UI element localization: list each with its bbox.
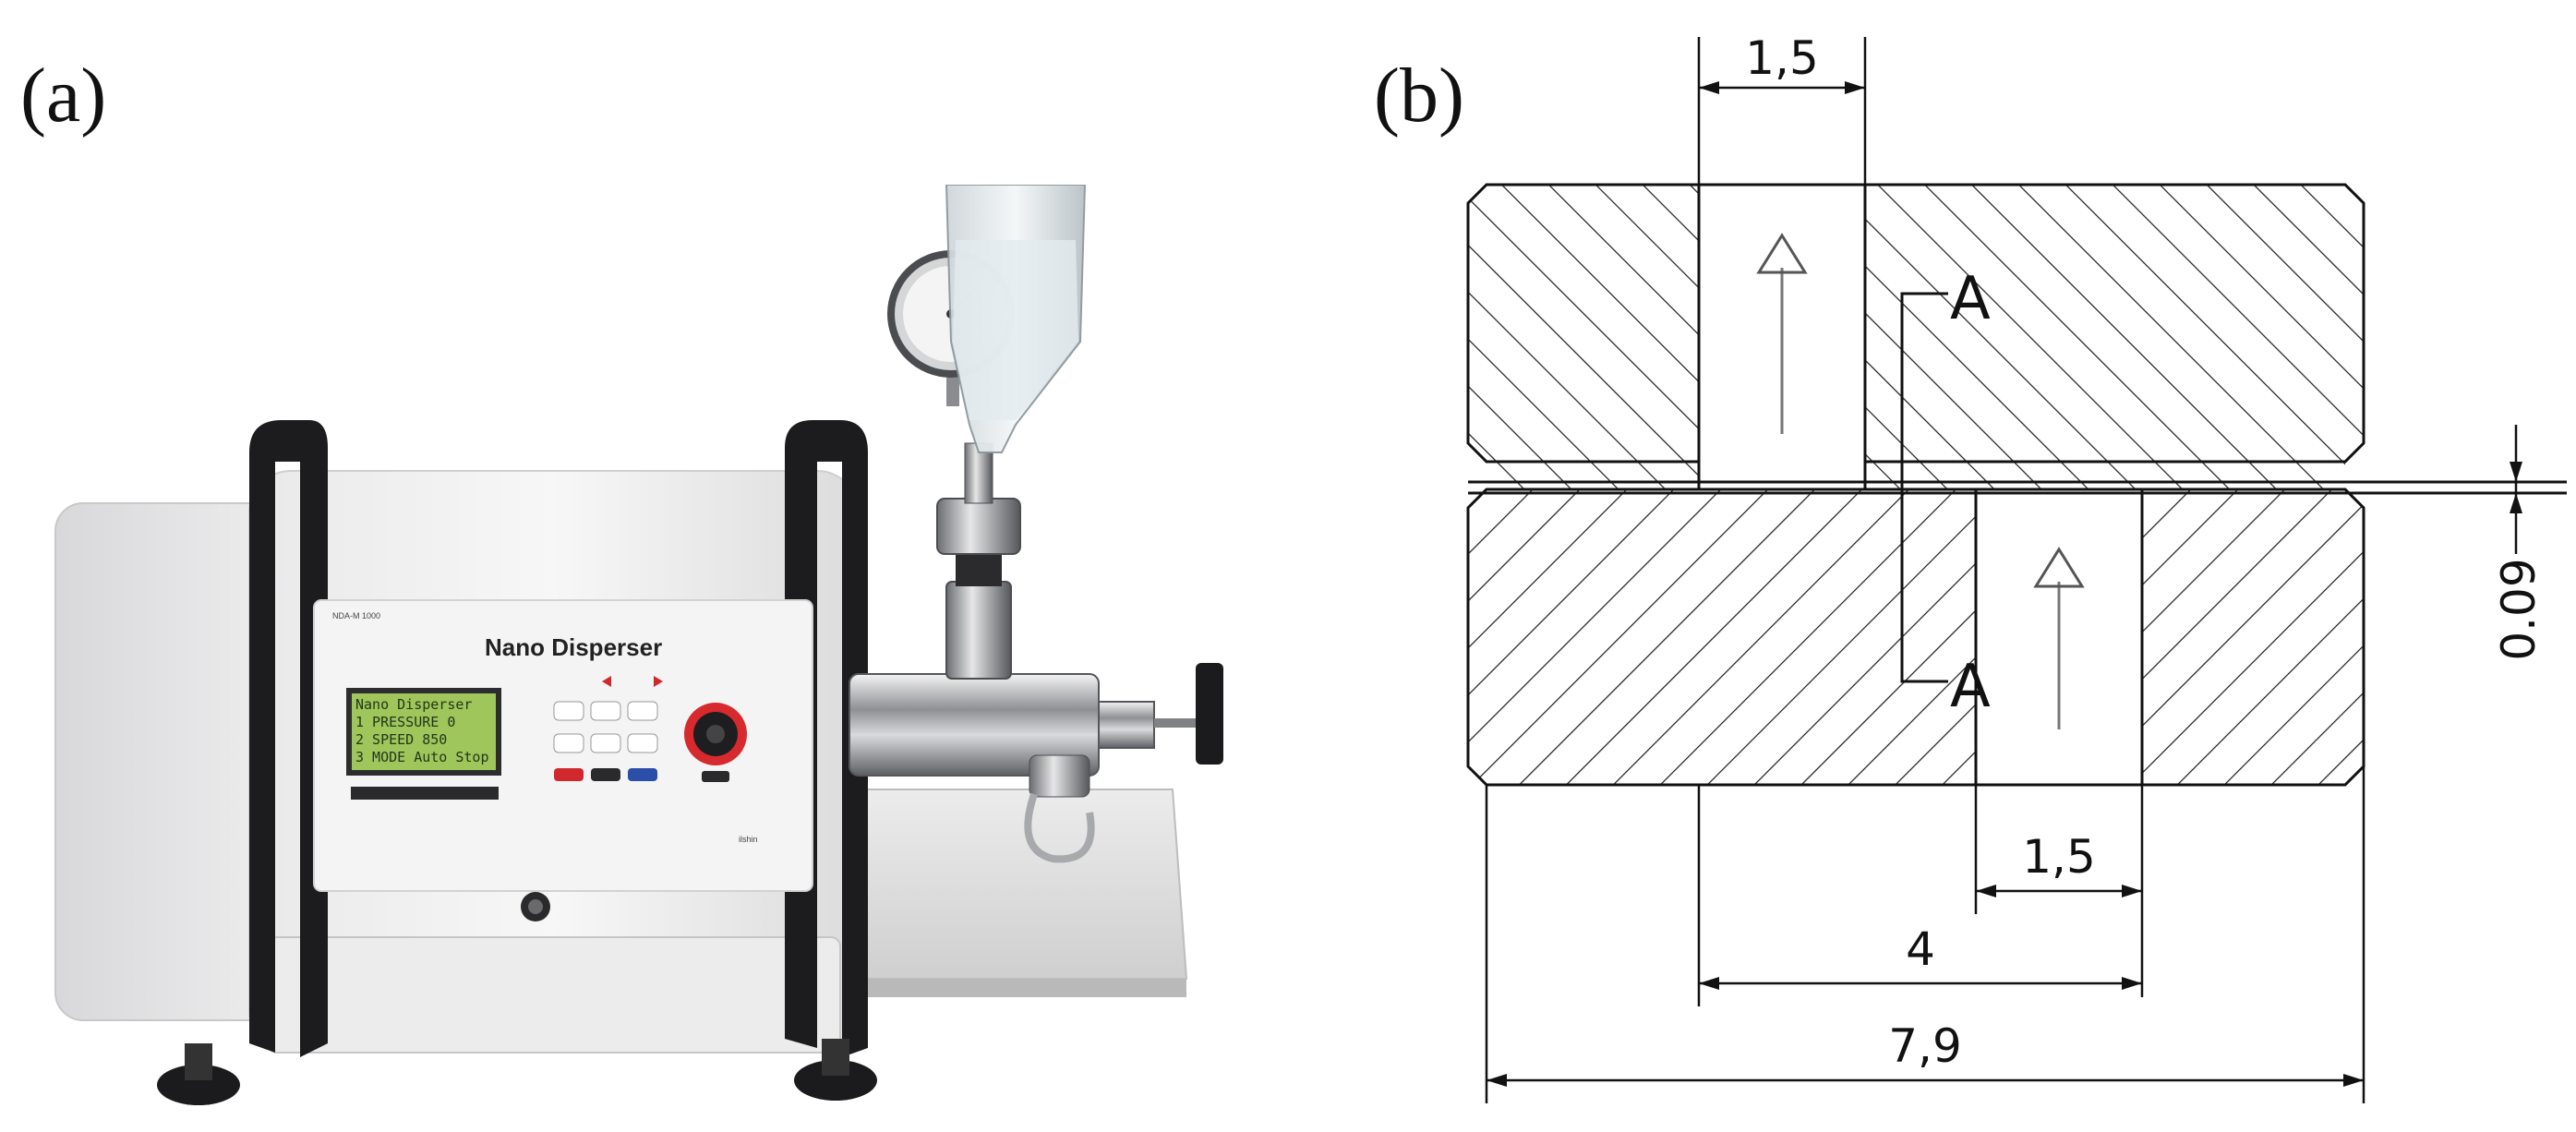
svg-text:7,9: 7,9 (1888, 1019, 1962, 1073)
device-brand: Nano Disperser (485, 633, 662, 661)
flow-arrow-up-1 (1756, 233, 1808, 434)
svg-text:4: 4 (1906, 922, 1935, 976)
svg-text:0.09: 0.09 (2492, 558, 2546, 660)
svg-text:1,5: 1,5 (1745, 31, 1819, 85)
adjust-handle (1196, 663, 1223, 765)
flow-arrow-up-2 (2033, 547, 2085, 729)
section-label-bottom: A (1950, 653, 1991, 721)
lcd-screen (352, 693, 496, 770)
lower-block (1466, 488, 2365, 787)
svg-text:ilshin: ilshin (739, 835, 758, 844)
lcd-line-1: Nano Disperser (355, 696, 472, 713)
lcd-line-2: 1 PRESSURE 0 (355, 714, 455, 730)
dim-gap: 0.09 (2492, 425, 2546, 661)
panel-a-label: (a) (20, 53, 107, 138)
lcd-line-3: 2 SPEED 850 (355, 731, 447, 748)
panel-b-label: (b) (1374, 53, 1464, 138)
dim-bottom-channel: 1,5 (1974, 785, 2144, 997)
svg-text:1,5: 1,5 (2022, 830, 2096, 884)
lcd-line-4: 3 MODE Auto Stop (355, 749, 489, 765)
section-line (1900, 292, 1948, 683)
upper-block (1466, 183, 2365, 491)
dim-top-channel: 1,5 (1697, 31, 1867, 185)
dim-total-width: 7,9 (1485, 766, 2365, 1103)
keypad (553, 676, 663, 781)
device-photo: NDA-M 1000 Nano Disperser Nano Disperser… (54, 185, 1223, 1105)
technical-drawing: A A 1,5 1,5 4 7,9 0.0 (1466, 31, 2567, 1103)
dim-inner-span: 4 (1697, 785, 2142, 1006)
svg-text:NDA-M 1000: NDA-M 1000 (332, 611, 380, 620)
section-label-top: A (1950, 265, 1991, 333)
